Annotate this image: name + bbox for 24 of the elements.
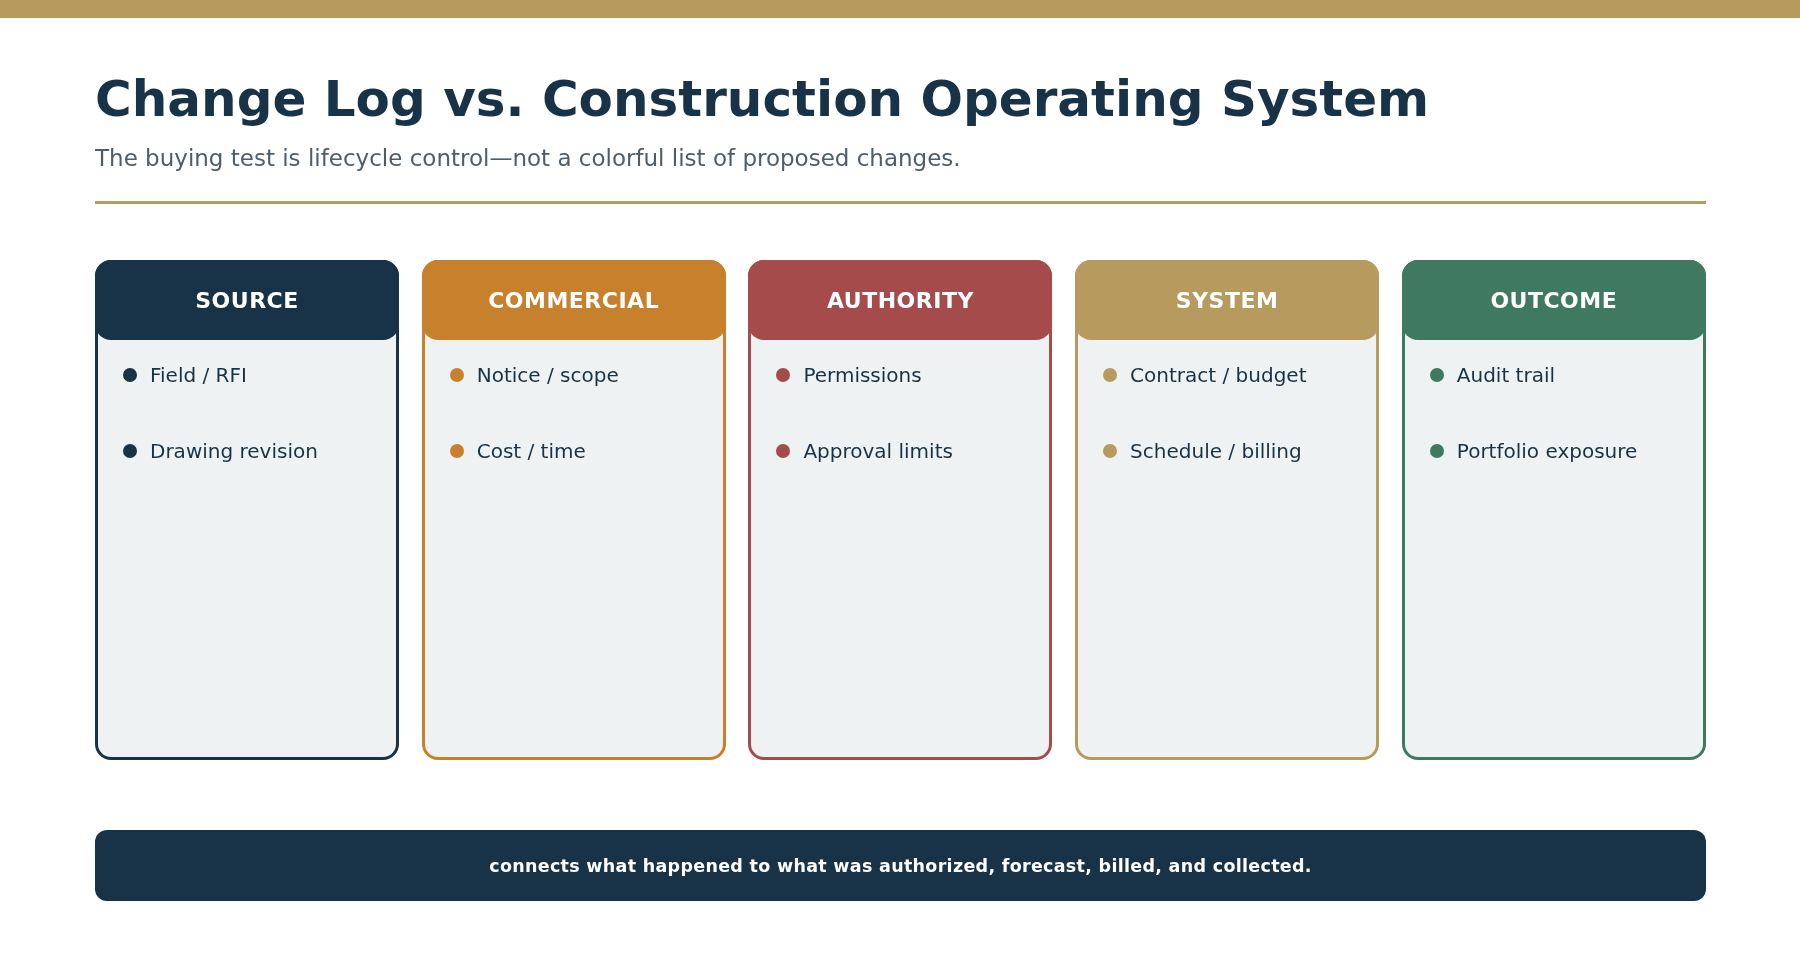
footer-banner: [95, 830, 1706, 901]
bullet-text: Drawing revision: [150, 439, 318, 463]
column-header: SOURCE: [95, 260, 399, 340]
column-header: SYSTEM: [1075, 260, 1380, 340]
bullet-text: Contract / budget: [1130, 363, 1307, 387]
column-header: OUTCOME: [1401, 260, 1706, 340]
column-card: [421, 260, 726, 760]
bullet-text: Portfolio exposure: [1456, 439, 1638, 463]
bullet-text: Notice / scope: [476, 363, 619, 387]
banner-text: connects what happened to what was authorized, forecast, billed, and collected.: [489, 855, 1312, 876]
column-card: [1401, 260, 1706, 760]
bullet-text: Permissions: [803, 363, 922, 387]
column-header: COMMERCIAL: [421, 260, 726, 340]
column-card: [95, 260, 399, 760]
column-header: AUTHORITY: [748, 260, 1053, 340]
column-card: [1075, 260, 1380, 760]
bullet-text: Approval limits: [803, 439, 953, 463]
subtitle: The buying test is lifecycle control—not a colorful list of proposed changes.: [95, 145, 961, 171]
bullet-text: Schedule / billing: [1130, 439, 1302, 463]
bullet-text: Cost / time: [476, 439, 586, 463]
bullet-text: Field / RFI: [150, 363, 247, 387]
bullet-text: Audit trail: [1456, 363, 1556, 387]
title: Change Log vs. Construction Operating System: [95, 70, 1430, 128]
column-card: [748, 260, 1053, 760]
